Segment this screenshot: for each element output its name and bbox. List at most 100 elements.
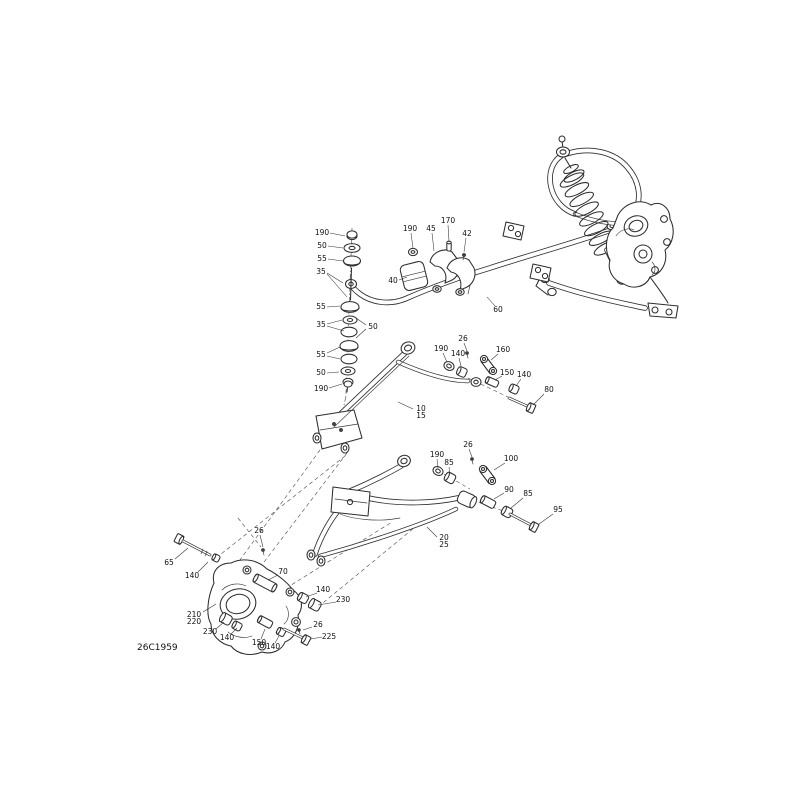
screw-42 bbox=[462, 253, 466, 261]
callout-label: 85 bbox=[444, 458, 454, 467]
leader-line bbox=[486, 296, 496, 307]
leader-line bbox=[410, 232, 414, 249]
leader-line bbox=[447, 224, 450, 242]
callout-label: 45 bbox=[426, 224, 436, 233]
callout-label: 190 bbox=[430, 450, 445, 459]
leader-line bbox=[215, 621, 225, 630]
leader-line bbox=[490, 353, 499, 361]
leader-line bbox=[463, 342, 468, 352]
callout-label: 230 bbox=[336, 595, 351, 604]
callout-label: 26 bbox=[313, 620, 323, 629]
leader-line bbox=[274, 635, 280, 644]
leader-line bbox=[327, 245, 344, 249]
callout-label: 160 bbox=[496, 345, 511, 354]
lower-arm-pivot-hardware bbox=[432, 457, 540, 533]
callout-label: 26 bbox=[254, 526, 264, 535]
leader-line bbox=[174, 547, 189, 560]
leader-line bbox=[326, 371, 340, 374]
leader-line bbox=[515, 378, 522, 387]
callout-label: 140 bbox=[517, 370, 532, 379]
stabilizer-clamp-hardware bbox=[399, 240, 476, 296]
leader-line bbox=[302, 626, 313, 631]
callout-label: 190 bbox=[315, 228, 330, 237]
leader-line bbox=[436, 458, 439, 469]
callout-label: 140 bbox=[185, 571, 200, 580]
callout-label: 190 bbox=[403, 224, 418, 233]
callout-label: 55 bbox=[316, 350, 326, 359]
link-plate-160 bbox=[479, 354, 498, 376]
callout-label: 150 bbox=[252, 638, 267, 647]
leader-line bbox=[305, 592, 318, 598]
callout-label: 50 bbox=[316, 368, 326, 377]
leader-line bbox=[458, 357, 462, 367]
callout-label: 26 bbox=[458, 334, 468, 343]
upper-arm-pivot-hardware bbox=[443, 351, 537, 414]
callout-label: 80 bbox=[544, 385, 554, 394]
stabilizer-link-stack bbox=[339, 230, 362, 393]
leader-line bbox=[355, 317, 367, 326]
callout-label: 100 bbox=[504, 454, 519, 463]
bolt-80 bbox=[507, 396, 537, 414]
leader-line bbox=[431, 232, 435, 252]
diagram-code: 26C1959 bbox=[137, 643, 178, 653]
screw-26 bbox=[465, 351, 469, 359]
leader-line bbox=[326, 325, 345, 332]
leader-line bbox=[260, 628, 266, 640]
callout-label: 190 bbox=[314, 384, 329, 393]
leader-line bbox=[493, 492, 505, 500]
callout-label: 42 bbox=[462, 229, 472, 238]
callout-label: 95 bbox=[553, 505, 563, 514]
leader-line bbox=[463, 237, 467, 253]
callout-label: 26 bbox=[463, 440, 473, 449]
leader-line bbox=[326, 272, 344, 284]
callout-label: 85 bbox=[523, 489, 533, 498]
leader-line bbox=[230, 627, 238, 635]
clamp-half-45b bbox=[446, 257, 476, 291]
upper-suspension-arm bbox=[312, 341, 482, 454]
bolt-95 bbox=[508, 512, 540, 533]
rear-knuckle-right bbox=[605, 201, 674, 288]
callout-label: 60 bbox=[493, 305, 503, 314]
lower-suspension-arm bbox=[306, 454, 478, 567]
screw-26 bbox=[470, 457, 474, 465]
callout-label: 40 bbox=[388, 276, 398, 285]
leader-line bbox=[326, 305, 341, 308]
pivot-pin-70 bbox=[252, 573, 278, 593]
link-plate-100 bbox=[478, 464, 497, 486]
leader-line bbox=[532, 393, 545, 406]
leader-line bbox=[494, 375, 503, 381]
stud-170 bbox=[446, 240, 452, 252]
left-knuckle-assembly bbox=[173, 533, 322, 655]
leader-line bbox=[326, 319, 343, 325]
rear-knuckle-shock-assembly bbox=[502, 135, 679, 319]
leader-line bbox=[310, 636, 323, 640]
callout-label: 35 bbox=[316, 267, 326, 276]
callout-label: 55 bbox=[316, 302, 326, 311]
leader-line bbox=[326, 273, 348, 298]
leader-line bbox=[197, 561, 209, 573]
leader-line bbox=[397, 401, 414, 410]
leader-line bbox=[426, 526, 438, 538]
leader-line bbox=[355, 328, 367, 339]
screw-26 bbox=[261, 548, 265, 556]
leader-line bbox=[448, 466, 451, 475]
callout-label: 65 bbox=[164, 558, 174, 567]
callout-label: 190 bbox=[434, 344, 449, 353]
leader-line bbox=[468, 448, 473, 458]
bushing-40 bbox=[399, 261, 429, 291]
leader-line bbox=[267, 574, 279, 581]
callout-label: 150 bbox=[500, 368, 515, 377]
callout-label: 35 bbox=[316, 320, 326, 329]
leader-line bbox=[259, 534, 264, 548]
callout-label: 140 bbox=[220, 633, 235, 642]
callout-label: 170 bbox=[441, 216, 456, 225]
callout-label: 140 bbox=[316, 585, 331, 594]
screw-26 bbox=[297, 628, 301, 635]
leader-line bbox=[317, 601, 337, 606]
